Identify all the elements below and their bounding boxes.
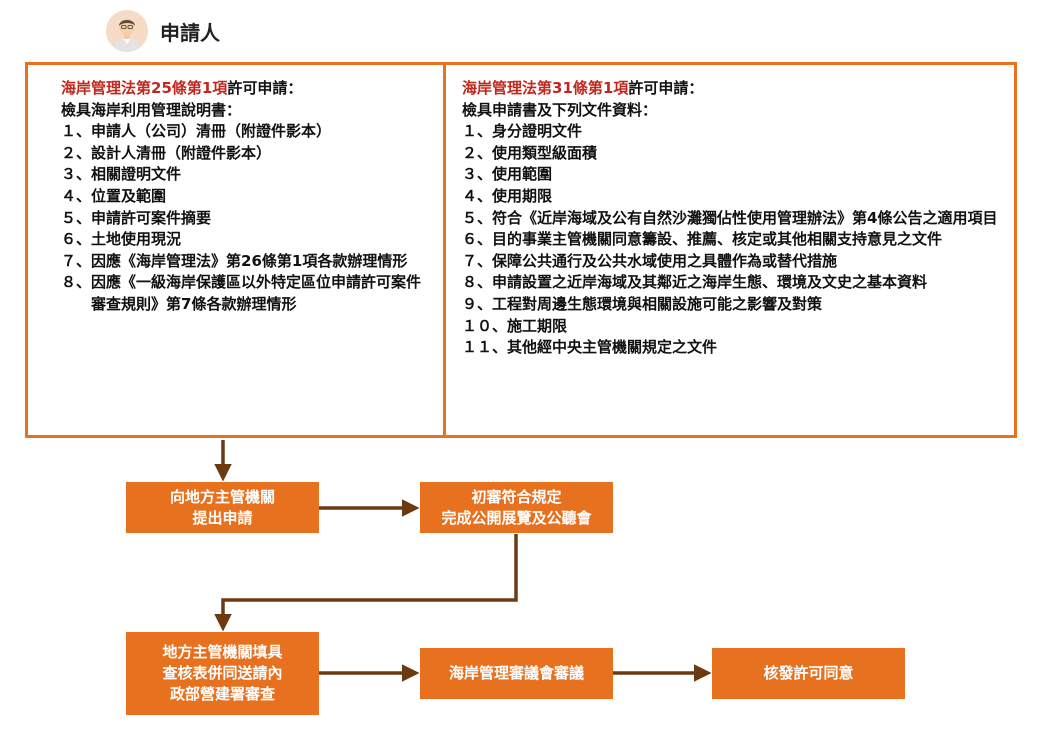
list-item: ４、使用期限 bbox=[462, 186, 1002, 208]
article-25-heading: 海岸管理法第25條第1項許可申請： bbox=[61, 78, 436, 100]
list-item-text: 符合《近岸海域及公有自然沙灘獨佔性使用管理辦法》第4條公告之適用項目 bbox=[492, 208, 998, 227]
list-item: ２、使用類型級面積 bbox=[462, 143, 1002, 165]
article-31-law-ref: 海岸管理法第31條第1項 bbox=[462, 79, 629, 97]
list-item: ５、符合《近岸海域及公有自然沙灘獨佔性使用管理辦法》第4條公告之適用項目 bbox=[462, 208, 1002, 230]
list-item-text: 目的事業主管機關同意籌設、推薦、核定或其他相關支持意見之文件 bbox=[492, 230, 943, 249]
list-item-text: 相關證明文件 bbox=[91, 165, 182, 184]
step-text-line: 提出申請 bbox=[192, 508, 253, 527]
list-item-text: 因應《海岸管理法》第26條第1項各款辦理情形 bbox=[91, 251, 408, 270]
frame-divider bbox=[443, 65, 446, 435]
list-item-number: １、 bbox=[462, 122, 493, 141]
list-item: ２、設計人清冊（附證件影本） bbox=[61, 143, 436, 165]
step-council-review: 海岸管理審議會審議 bbox=[420, 648, 613, 699]
list-item-text: 保障公共通行及公共水域使用之具體作為或替代措施 bbox=[492, 251, 838, 270]
step-submit-application: 向地方主管機關 提出申請 bbox=[126, 482, 319, 533]
list-item-number: １１、 bbox=[462, 338, 508, 357]
person-avatar-icon bbox=[106, 10, 148, 52]
list-item-number: ８、 bbox=[462, 273, 493, 292]
step-text-line: 海岸管理審議會審議 bbox=[448, 664, 584, 682]
list-item-number: ３、 bbox=[462, 165, 493, 184]
list-item-text: 工程對周邊生態環境與相關設施可能之影響及對策 bbox=[492, 294, 823, 313]
list-item-text: 使用期限 bbox=[492, 186, 553, 205]
list-item: ４、位置及範圍 bbox=[61, 186, 436, 208]
article-25-law-ref: 海岸管理法第25條第1項 bbox=[61, 79, 228, 97]
list-item: ７、因應《海岸管理法》第26條第1項各款辦理情形 bbox=[61, 251, 436, 273]
list-item-number: １、 bbox=[61, 122, 92, 141]
list-item-number: ２、 bbox=[61, 143, 92, 162]
step-forward-to-ministry: 地方主管機關填具 查核表併同送請內 政部營建署審查 bbox=[126, 632, 319, 715]
list-item: ３、使用範圍 bbox=[462, 164, 1002, 186]
article-31-heading-rest: 許可申請： bbox=[628, 79, 704, 97]
article-31-heading: 海岸管理法第31條第1項許可申請： bbox=[462, 78, 1002, 100]
list-item-number: ７、 bbox=[61, 251, 92, 270]
list-item-number: ４、 bbox=[61, 186, 92, 205]
list-item: ５、申請許可案件摘要 bbox=[61, 208, 436, 230]
list-item-text: 申請設置之近岸海域及其鄰近之海岸生態、環境及文史之基本資料 bbox=[492, 273, 928, 292]
article-25-list: １、申請人（公司）清冊（附證件影本） ２、設計人清冊（附證件影本） ３、相關證明… bbox=[61, 121, 436, 315]
step-text-line: 完成公開展覽及公聽會 bbox=[441, 508, 592, 527]
list-item-number: ３、 bbox=[61, 165, 92, 184]
list-item-number: ６、 bbox=[462, 230, 493, 249]
step-text-line: 政部營建署審查 bbox=[169, 685, 275, 703]
list-item-number: ２、 bbox=[462, 143, 493, 162]
article-25-panel: 海岸管理法第25條第1項許可申請： 檢具海岸利用管理說明書： １、申請人（公司）… bbox=[61, 78, 436, 316]
step-issue-permit: 核發許可同意 bbox=[712, 648, 905, 699]
article-31-list: １、身分證明文件 ２、使用類型級面積 ３、使用範圍 ４、使用期限 ５、符合《近岸… bbox=[462, 121, 1002, 359]
list-item: ８、申請設置之近岸海域及其鄰近之海岸生態、環境及文史之基本資料 bbox=[462, 272, 1002, 294]
list-item: １、身分證明文件 bbox=[462, 121, 1002, 143]
list-item: １０、施工期限 bbox=[462, 316, 1002, 338]
step-text-line: 向地方主管機關 bbox=[169, 487, 275, 506]
article-31-subheading: 檢具申請書及下列文件資料： bbox=[462, 100, 658, 119]
list-item-text: 身分證明文件 bbox=[492, 122, 583, 141]
arrow-step2-to-step3 bbox=[214, 534, 518, 632]
list-item: ６、目的事業主管機關同意籌設、推薦、核定或其他相關支持意見之文件 bbox=[462, 229, 1002, 251]
list-item-text: 施工期限 bbox=[507, 316, 568, 335]
list-item: １１、其他經中央主管機關規定之文件 bbox=[462, 337, 1002, 359]
list-item-text: 申請許可案件摘要 bbox=[91, 208, 212, 227]
article-25-subheading: 檢具海岸利用管理說明書： bbox=[61, 100, 242, 119]
list-item-text: 土地使用現況 bbox=[91, 230, 182, 249]
step-text-line: 查核表併同送請內 bbox=[162, 664, 283, 682]
list-item: ７、保障公共通行及公共水域使用之具體作為或替代措施 bbox=[462, 251, 1002, 273]
list-item-text: 因應《一級海岸保護區以外特定區位申請許可案件審查規則》第7條各款辦理情形 bbox=[91, 273, 422, 313]
list-item: ８、因應《一級海岸保護區以外特定區位申請許可案件審查規則》第7條各款辦理情形 bbox=[61, 272, 436, 315]
list-item-number: ９、 bbox=[462, 294, 493, 313]
list-item-text: 使用範圍 bbox=[492, 165, 553, 184]
article-25-heading-rest: 許可申請： bbox=[227, 79, 303, 97]
list-item: １、申請人（公司）清冊（附證件影本） bbox=[61, 121, 436, 143]
list-item-text: 其他經中央主管機關規定之文件 bbox=[507, 338, 718, 357]
list-item-text: 設計人清冊（附證件影本） bbox=[91, 143, 272, 162]
article-31-panel: 海岸管理法第31條第1項許可申請： 檢具申請書及下列文件資料： １、身分證明文件… bbox=[462, 78, 1002, 359]
list-item-number: ７、 bbox=[462, 251, 493, 270]
applicant-label: 申請人 bbox=[160, 20, 220, 45]
requirements-frame: 海岸管理法第25條第1項許可申請： 檢具海岸利用管理說明書： １、申請人（公司）… bbox=[25, 62, 1017, 438]
list-item-text: 使用類型級面積 bbox=[492, 143, 598, 162]
applicant-header: 申請人 bbox=[106, 10, 220, 52]
list-item: ９、工程對周邊生態環境與相關設施可能之影響及對策 bbox=[462, 294, 1002, 316]
step-text-line: 核發許可同意 bbox=[763, 664, 854, 682]
list-item-text: 位置及範圍 bbox=[91, 186, 167, 205]
list-item-number: ６、 bbox=[61, 230, 92, 249]
step-preliminary-review: 初審符合規定 完成公開展覽及公聽會 bbox=[420, 482, 613, 533]
list-item: ３、相關證明文件 bbox=[61, 164, 436, 186]
step-text-line: 初審符合規定 bbox=[471, 487, 562, 506]
list-item-number: ５、 bbox=[61, 208, 92, 227]
list-item: ６、土地使用現況 bbox=[61, 229, 436, 251]
list-item-number: ４、 bbox=[462, 186, 493, 205]
list-item-number: ５、 bbox=[462, 208, 493, 227]
list-item-number: ８、 bbox=[61, 273, 92, 292]
step-text-line: 地方主管機關填具 bbox=[162, 643, 283, 661]
list-item-text: 申請人（公司）清冊（附證件影本） bbox=[91, 122, 332, 141]
list-item-number: １０、 bbox=[462, 316, 508, 335]
